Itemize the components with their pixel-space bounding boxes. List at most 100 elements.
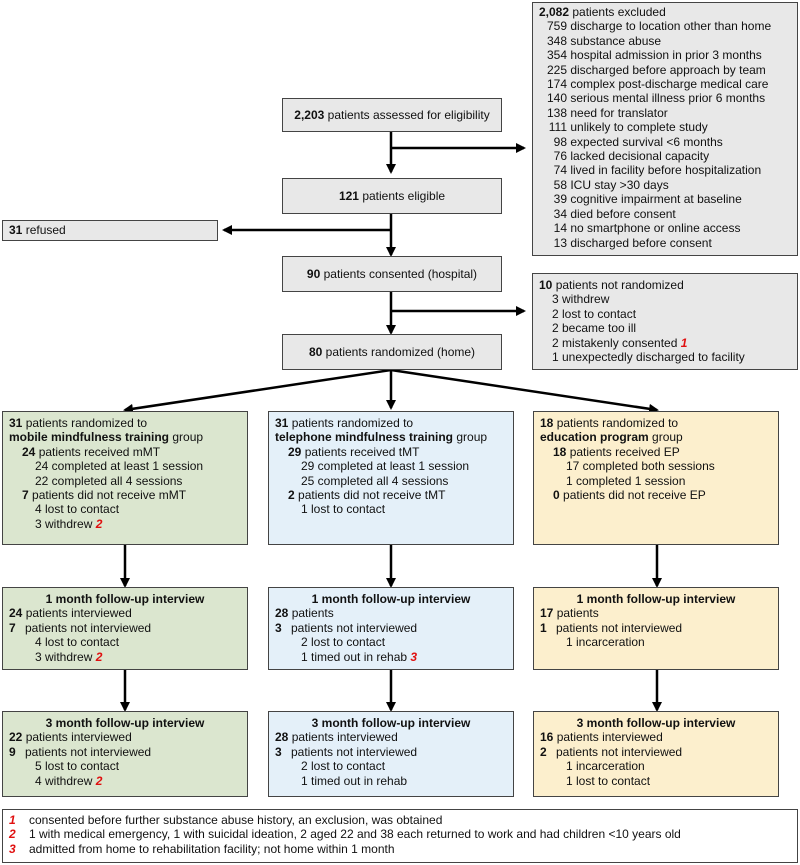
excluded-reason-count: 34 <box>553 206 567 221</box>
followup-interviewed-text: patients interviewed <box>291 730 398 745</box>
footnote-marker: 1 <box>680 335 688 350</box>
arm-received-line: 24 patients received mMT <box>9 445 241 459</box>
arm-group-line: telephone mindfulness training group <box>275 430 507 444</box>
arm-alloc-line: 31 patients randomized to <box>9 416 241 430</box>
arm-group-line: mobile mindfulness training group <box>9 430 241 444</box>
not-randomized-reason: 1 unexpectedly discharged to facility <box>552 350 745 365</box>
followup-interviewed-text: patients interviewed <box>25 730 132 745</box>
excluded-reason-row: 759 discharge to location other than hom… <box>539 19 791 33</box>
randomized-label: patients randomized (home) <box>325 344 476 359</box>
not-randomized-label: patients not randomized <box>555 278 684 292</box>
refused-label: refused <box>25 223 66 238</box>
arm-not-received-reason: 4 lost to contact <box>35 502 120 517</box>
arrow-to-arm-mmt <box>123 368 392 414</box>
arm-count: 31 <box>9 416 23 430</box>
excluded-reason-row: 39 cognitive impairment at baseline <box>539 192 791 206</box>
followup-interviewed-line: 24 patients interviewed <box>9 606 241 620</box>
followup-reason: 4 withdrew <box>35 773 93 788</box>
followup-not-interviewed-text: patients not interviewed <box>25 620 152 635</box>
followup-reason-line: 3 withdrew 2 <box>9 650 241 664</box>
followup-title: 3 month follow-up interview <box>45 716 205 730</box>
arm-received-detail: 24 completed at least 1 session <box>35 459 204 474</box>
arm-received-text: patients received mMT <box>38 444 161 459</box>
followup-not-interviewed-count: 1 <box>540 620 547 635</box>
followup-reason-line: 1 timed out in rehab 3 <box>275 650 507 664</box>
excluded-reason-row: 74 lived in facility before hospitalizat… <box>539 163 791 177</box>
followup-not-interviewed-text: patients not interviewed <box>25 744 152 759</box>
followup-interviewed-text: patients <box>291 606 334 621</box>
arm-not-received-text: patients did not receive mMT <box>32 488 187 503</box>
followup-title: 3 month follow-up interview <box>576 716 736 730</box>
followup-interviewed-text: patients <box>556 606 599 621</box>
arm-group-suffix: group <box>652 430 683 445</box>
followup-reason-line: 1 timed out in rehab <box>275 774 507 788</box>
followup-interviewed-line: 28 patients <box>275 606 507 620</box>
excluded-reason-row: 76 lacked decisional capacity <box>539 149 791 163</box>
arm-alloc-text: patients randomized to <box>556 416 679 430</box>
excluded-reason-count: 140 <box>546 91 567 106</box>
followup-interviewed-line: 22 patients interviewed <box>9 730 241 744</box>
followup-title: 1 month follow-up interview <box>45 592 205 606</box>
assessed-label: patients assessed for eligibility <box>327 107 490 122</box>
excluded-reason-row: 225 discharged before approach by team <box>539 63 791 77</box>
arm-not-received-text: patients did not receive tMT <box>298 488 446 503</box>
followup-not-interviewed-text: patients not interviewed <box>291 744 418 759</box>
excluded-reason-count: 39 <box>553 192 567 207</box>
excluded-reason-row: 348 substance abuse <box>539 34 791 48</box>
arm-not-received-detail: 1 lost to contact <box>275 502 507 516</box>
excluded-count: 2,082 <box>539 5 570 19</box>
excluded-reason-row: 174 complex post-discharge medical care <box>539 77 791 91</box>
followup-reason-line: 1 incarceration <box>540 635 772 649</box>
arm-group-suffix: group <box>456 430 488 445</box>
followup-not-interviewed-count: 7 <box>9 620 16 635</box>
arm-group-name: telephone mindfulness training <box>275 430 454 445</box>
arm-received-detail: 22 completed all 4 sessions <box>35 473 183 488</box>
excluded-reason-count: 225 <box>546 62 567 77</box>
assessed-count: 2,203 <box>294 107 325 122</box>
excluded-reason-text: cognitive impairment at baseline <box>570 192 742 207</box>
followup-interviewed-count: 28 <box>275 606 289 621</box>
eligible-count: 121 <box>338 188 359 203</box>
followup-not-interviewed-count: 3 <box>275 620 282 635</box>
arm-received-text: patients received tMT <box>304 444 420 459</box>
arm-received-detail: 1 completed 1 session <box>566 473 686 488</box>
arm-received-line: 29 patients received tMT <box>275 445 507 459</box>
excluded-reason-row: 111 unlikely to complete study <box>539 120 791 134</box>
excluded-reason-row: 14 no smartphone or online access <box>539 221 791 235</box>
excluded-reason-row: 98 expected survival <6 months <box>539 135 791 149</box>
excluded-reason-text: discharged before consent <box>570 235 712 250</box>
followup-not-interviewed-text: patients not interviewed <box>556 620 683 635</box>
footnote-text: consented before further substance abuse… <box>29 813 443 827</box>
followup-reason: 1 timed out in rehab <box>301 649 408 664</box>
followup-reason-line: 4 lost to contact <box>9 635 241 649</box>
excluded-reason-count: 74 <box>553 163 567 178</box>
followup-reason: 1 timed out in rehab <box>301 773 408 788</box>
arm-not-received-reason: 1 lost to contact <box>301 502 386 517</box>
arm-count: 31 <box>275 416 289 430</box>
arm-not-received-line: 7 patients did not receive mMT <box>9 488 241 502</box>
excluded-reason-text: lived in facility before hospitalization <box>570 163 762 178</box>
footnote-marker: 2 <box>95 516 103 531</box>
arm-group-name: mobile mindfulness training <box>9 430 170 445</box>
followup-interviewed-count: 24 <box>9 606 23 621</box>
excluded-reason-count: 174 <box>546 77 567 92</box>
arm-received-count: 18 <box>553 444 567 459</box>
arm-not-received-detail: 3 withdrew 2 <box>9 517 241 531</box>
consented-count: 90 <box>306 266 321 281</box>
excluded-reason-text: discharge to location other than home <box>570 19 772 34</box>
footnote-marker: 2 <box>95 773 103 788</box>
excluded-reason-text: discharged before approach by team <box>570 62 766 77</box>
followup-not-interviewed-count: 9 <box>9 744 16 759</box>
excluded-reason-text: expected survival <6 months <box>570 134 723 149</box>
excluded-reason-text: no smartphone or online access <box>570 221 741 236</box>
followup-not-interviewed-line: 1 patients not interviewed <box>540 621 772 635</box>
not-randomized-reason: 2 mistakenly consented <box>552 335 678 350</box>
excluded-reason-count: 98 <box>553 134 567 149</box>
arm-not-received-detail: 4 lost to contact <box>9 502 241 516</box>
